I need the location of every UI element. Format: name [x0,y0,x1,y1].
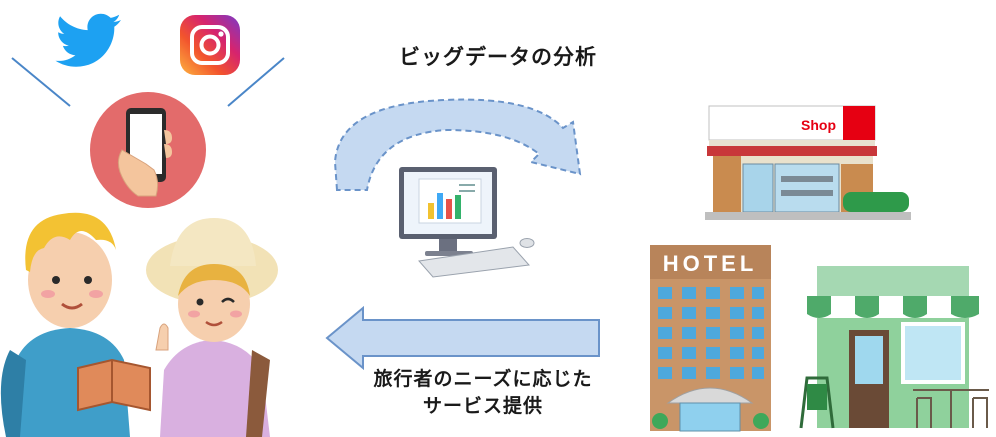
hotel-icon: HOTEL [650,245,771,432]
shop-sign: Shop [801,117,836,133]
shop-icon: Shop [705,105,911,220]
analysis-title: ビッグデータの分析 [399,45,597,69]
service-arrow [325,306,600,370]
instagram-icon [180,15,240,75]
cafe-icon [799,266,989,429]
service-label: 旅行者のニーズに応じた サービス提供 [363,366,603,420]
tourists-icon [0,212,278,437]
computer-icon [399,167,535,278]
smartphone-icon [90,92,206,208]
curved-arrow [333,98,582,191]
twitter-icon [55,13,121,67]
service-label-line2: サービス提供 [422,395,543,417]
connector-lines [11,57,285,107]
service-label-line1: 旅行者のニーズに応じた [373,368,593,390]
hotel-sign: HOTEL [663,251,758,276]
